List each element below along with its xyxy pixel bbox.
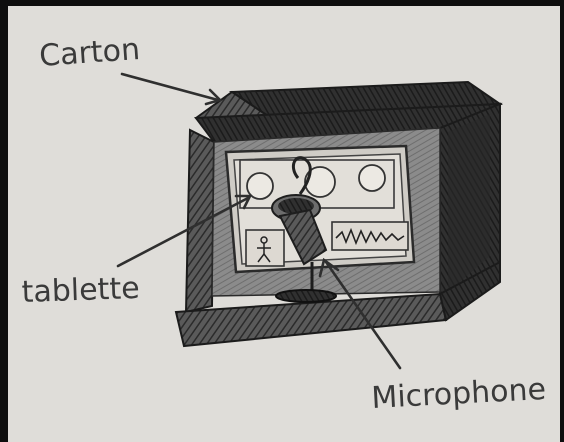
label-tablette: tablette	[21, 271, 140, 310]
label-carton: Carton	[38, 32, 141, 74]
